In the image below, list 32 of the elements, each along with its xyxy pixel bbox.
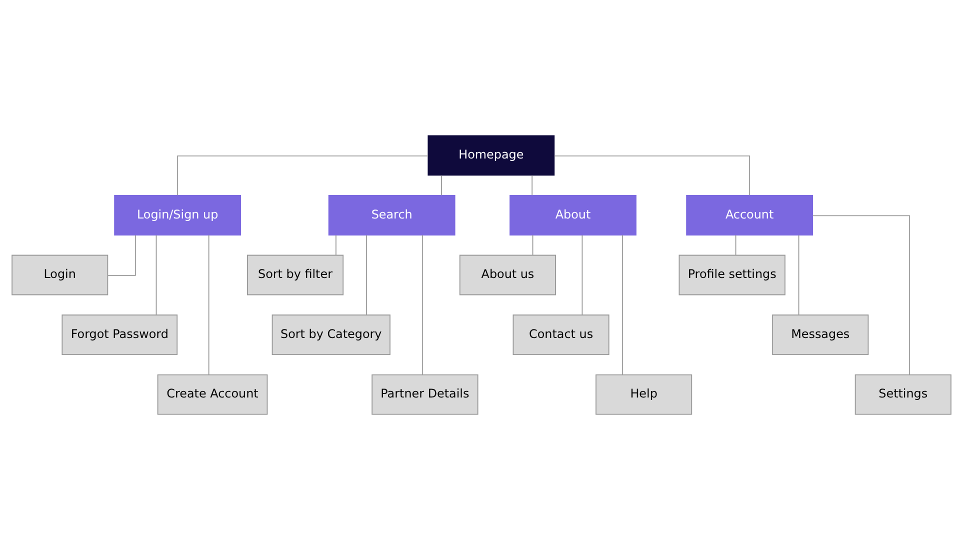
node-box: About us	[459, 254, 556, 295]
connector	[798, 234, 800, 315]
node-box: Login	[12, 254, 108, 295]
node-box: Homepage	[428, 134, 555, 176]
node-box: Sort by Category	[272, 314, 390, 354]
node-box: Help	[596, 374, 692, 414]
connector	[208, 234, 210, 375]
node-box: Profile settings	[678, 254, 786, 295]
node-box: Forgot Password	[62, 314, 178, 354]
connector	[366, 234, 367, 315]
connector	[422, 234, 423, 375]
node-box: Create Account	[157, 374, 268, 414]
node-box: Sort by filter	[247, 254, 344, 295]
connector	[156, 234, 157, 315]
connector	[735, 234, 736, 255]
connector	[622, 234, 623, 375]
node-box: Settings	[854, 374, 952, 414]
connector	[554, 154, 750, 196]
node-box: Contact us	[512, 314, 610, 354]
connector	[532, 174, 533, 196]
node-box: Login/Sign up	[114, 194, 242, 235]
connector	[532, 234, 534, 255]
node-box: About	[510, 194, 636, 235]
connector	[107, 234, 136, 276]
connector	[177, 154, 429, 196]
node-box: Partner Details	[372, 374, 478, 414]
connector	[582, 234, 583, 315]
node-box: Account	[686, 194, 814, 235]
connector	[812, 214, 910, 375]
node-box: Messages	[772, 314, 869, 354]
node-box: Search	[328, 194, 456, 235]
connector	[441, 174, 442, 196]
